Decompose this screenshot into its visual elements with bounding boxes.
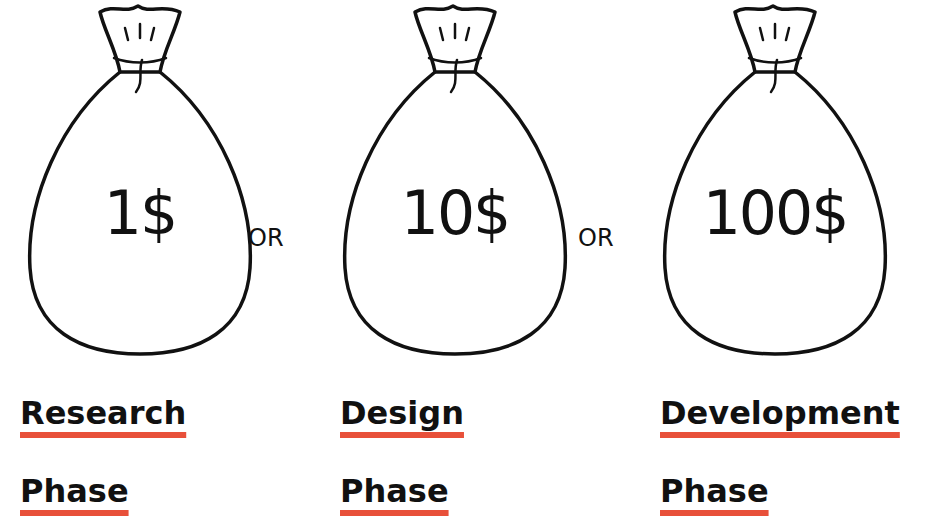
money-bag: 100$Development Phase: [655, 0, 895, 360]
money-bag: 1$Research Phase: [20, 0, 260, 360]
phase-caption: Research Phase: [20, 374, 235, 520]
phase-caption: Design Phase: [340, 374, 555, 520]
amount-text: 100$: [655, 178, 895, 248]
money-bag: 10$Design Phase: [335, 0, 575, 360]
amount-text: 10$: [335, 178, 575, 248]
or-label: OR: [578, 224, 614, 252]
amount-text: 1$: [20, 178, 260, 248]
or-label: OR: [248, 224, 284, 252]
phase-caption: Development Phase: [660, 374, 930, 520]
